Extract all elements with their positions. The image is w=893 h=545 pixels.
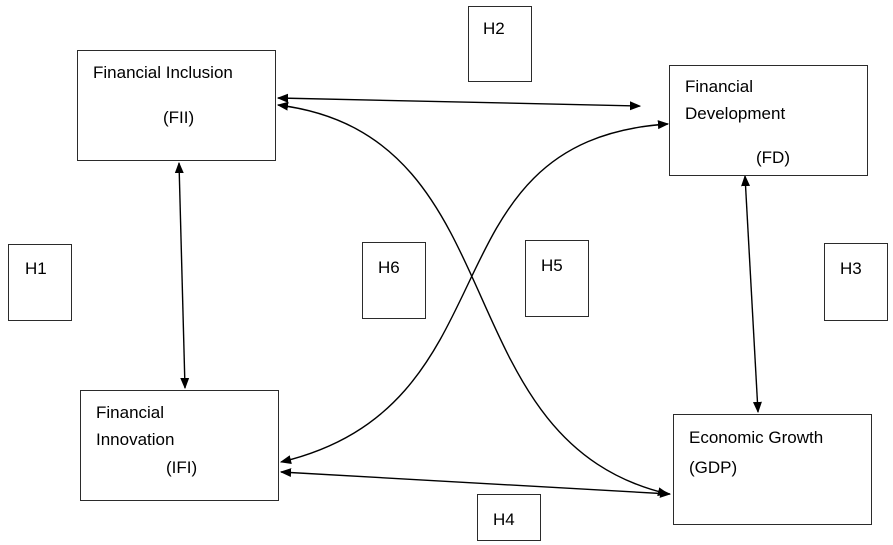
hypothesis-h1-label: H1 [25,259,47,278]
node-fd-label-line2: Development [685,104,786,123]
hypothesis-h2-box: H2 [468,6,532,82]
hypothesis-h3-label: H3 [840,259,862,278]
node-gdp-abbrev: (GDP) [689,458,738,477]
node-fd-abbrev: (FD) [756,148,790,167]
node-fii-abbrev: (FII) [163,108,195,127]
node-fd-label-line1: Financial [685,77,754,96]
hypothesis-h6-box: H6 [362,242,426,319]
arrow-fii-fd [276,93,642,111]
node-financial-innovation: Financial Innovation (IFI) [80,390,279,501]
arrow-ifi-gdp [279,468,672,498]
node-ifi-label-line2: Innovation [96,430,175,449]
hypothesis-h1-box: H1 [8,244,72,321]
hypothesis-h4-box: H4 [477,494,541,541]
node-financial-inclusion: Financial Inclusion (FII) [77,50,276,161]
node-gdp-label: Economic Growth [689,428,824,447]
arrow-ifi-fd [279,120,670,465]
hypothesis-h5-label: H5 [541,256,563,275]
node-economic-growth: Economic Growth (GDP) [673,414,872,525]
node-ifi-abbrev: (IFI) [166,458,198,477]
hypothesis-h4-label: H4 [493,510,515,529]
hypothesis-h6-label: H6 [378,258,400,277]
node-ifi-label-line1: Financial [96,403,165,422]
node-financial-development: Financial Development (FD) [669,65,868,176]
arrow-fd-gdp [741,174,762,414]
hypothesis-h2-label: H2 [483,19,505,38]
node-fii-label: Financial Inclusion [93,63,233,82]
arrow-fii-ifi [174,161,190,390]
arrow-fii-gdp [276,101,670,497]
hypothesis-h5-box: H5 [525,240,589,317]
hypothesis-h3-box: H3 [824,243,888,321]
